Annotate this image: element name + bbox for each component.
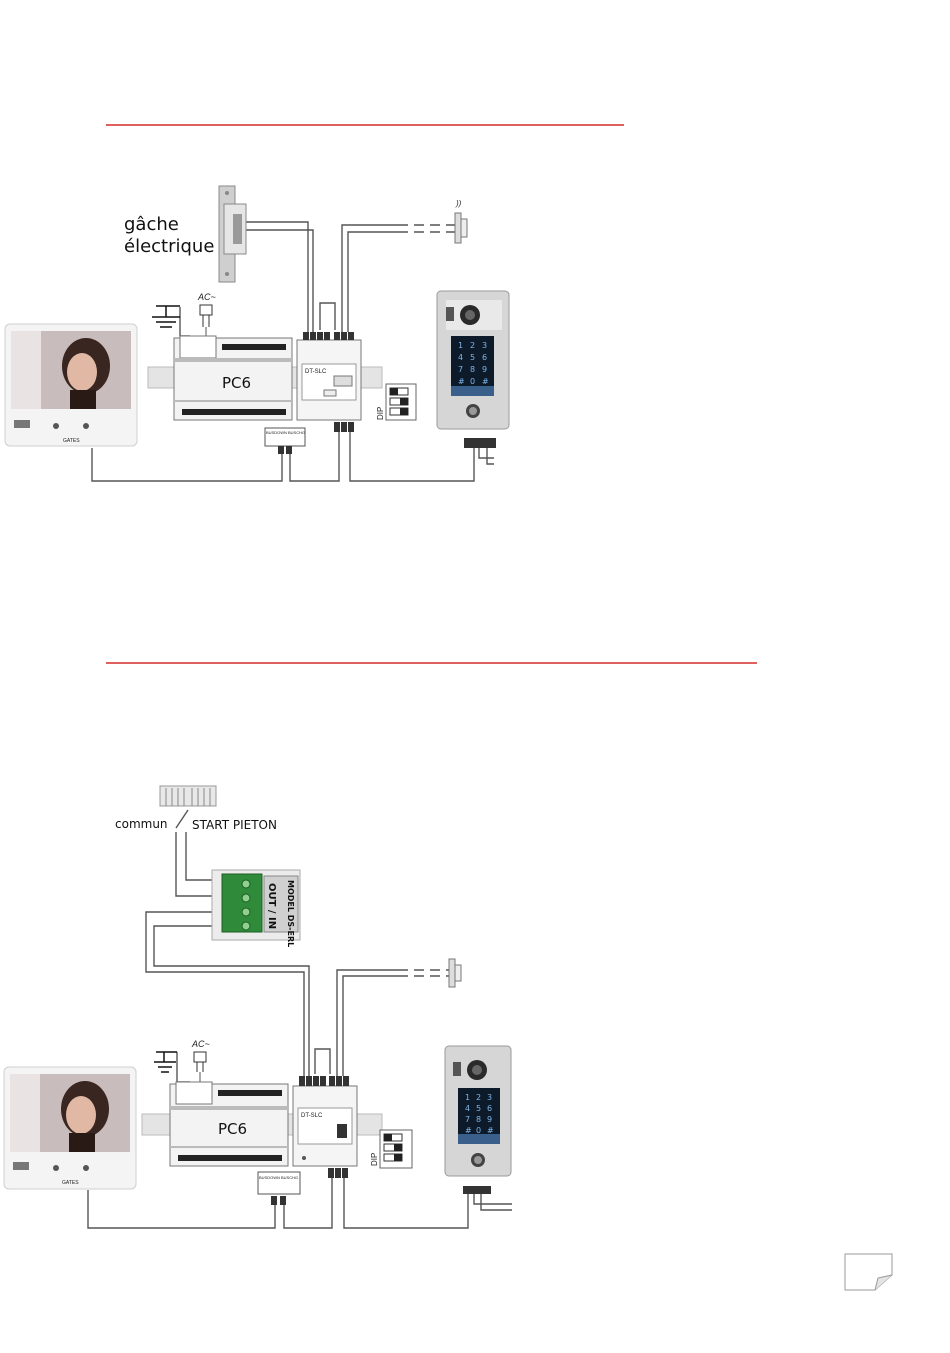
dip-switch-1: DIP xyxy=(376,384,416,420)
diagram-2: commun START PIETON xyxy=(4,663,757,1228)
controller-1: DT-SLC xyxy=(297,332,361,432)
key: 4 xyxy=(465,1104,470,1113)
key: 9 xyxy=(482,365,487,374)
controller-label: DT-SLC xyxy=(301,1113,323,1119)
key: # xyxy=(487,1126,494,1135)
start-pieton-label: START PIETON xyxy=(192,818,277,832)
exit-button-icon xyxy=(449,959,461,987)
key: 7 xyxy=(458,365,463,374)
key: # xyxy=(465,1126,472,1135)
power-supply-label: PC6 xyxy=(222,374,251,392)
bus-label: BUSDOWN BUSCHG xyxy=(266,430,305,435)
key: 8 xyxy=(476,1115,481,1124)
controller-2: DT-SLC xyxy=(293,1076,357,1178)
key: # xyxy=(482,377,489,386)
page-curl-icon xyxy=(845,1254,892,1290)
exit-button-icon: )) xyxy=(455,199,467,243)
bus-terminal-1: BUSDOWN BUSCHG xyxy=(265,428,305,454)
indoor-monitor-2: GATES xyxy=(4,1067,136,1189)
relay-module: MODEL DS-ERL OUT / IN xyxy=(212,870,300,947)
dip-label: DIP xyxy=(370,1153,379,1166)
lock-label-line2: électrique xyxy=(124,236,214,257)
ac-label: AC~ xyxy=(197,292,216,302)
key: 2 xyxy=(470,341,475,350)
key: 9 xyxy=(487,1115,492,1124)
key: 7 xyxy=(465,1115,470,1124)
common-label: commun xyxy=(115,817,168,831)
key: 6 xyxy=(482,353,487,362)
key: 8 xyxy=(470,365,475,374)
key: 3 xyxy=(487,1093,492,1102)
key: 1 xyxy=(458,341,463,350)
monitor-brand-label: GATES xyxy=(62,1180,79,1186)
relay-io-label: OUT / IN xyxy=(266,883,277,929)
plug-icon: AC~ xyxy=(191,1039,210,1082)
gate-icon xyxy=(160,786,216,806)
key: 6 xyxy=(487,1104,492,1113)
diagram-1: AC~ gâche électrique )) xyxy=(5,125,624,481)
key: 1 xyxy=(465,1093,470,1102)
plug-icon: AC~ xyxy=(197,292,216,338)
bus-terminal-2: BUSDOWN BUSCHG xyxy=(258,1172,300,1205)
power-supply-2: PC6 xyxy=(170,1082,288,1166)
key: 5 xyxy=(476,1104,481,1113)
svg-text:)): )) xyxy=(455,199,462,208)
monitor-brand-label: GATES xyxy=(63,438,80,444)
key: 4 xyxy=(458,353,463,362)
power-supply-label: PC6 xyxy=(218,1120,247,1138)
electric-strike-lock xyxy=(219,186,246,282)
bus-label: BUSDOWN BUSCHG xyxy=(259,1175,298,1180)
dip-switch-2: DIP xyxy=(370,1130,412,1168)
key: 0 xyxy=(476,1126,481,1135)
lock-label-line1: gâche xyxy=(124,214,179,235)
indoor-monitor-1: GATES xyxy=(5,324,137,446)
key: # xyxy=(458,377,465,386)
power-supply-1: PC6 xyxy=(174,336,292,420)
relay-model-label: MODEL DS-ERL xyxy=(286,880,295,947)
dip-label: DIP xyxy=(376,407,385,420)
key: 2 xyxy=(476,1093,481,1102)
controller-label: DT-SLC xyxy=(305,369,327,375)
ground-icon xyxy=(154,1052,177,1072)
key: 0 xyxy=(470,377,475,386)
key: 5 xyxy=(470,353,475,362)
ac-label: AC~ xyxy=(191,1039,210,1049)
ground-icon xyxy=(152,306,180,327)
key: 3 xyxy=(482,341,487,350)
